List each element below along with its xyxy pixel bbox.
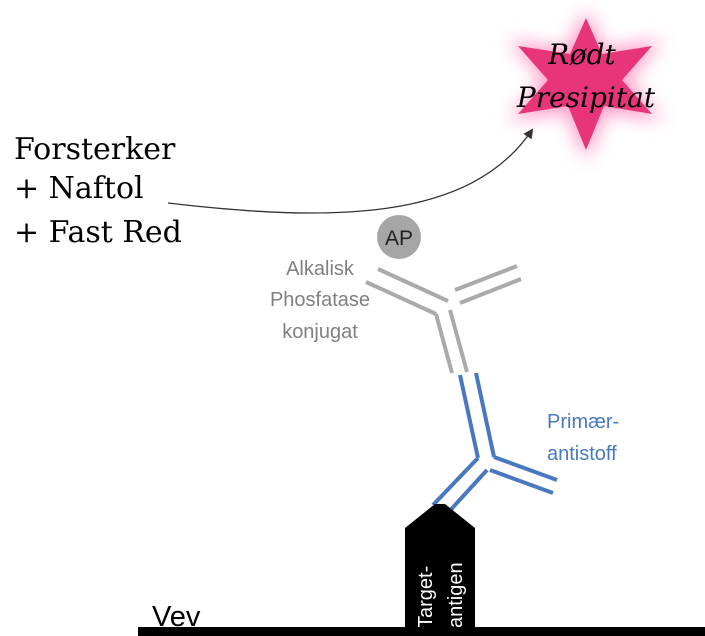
ap-enzyme: AP bbox=[377, 215, 421, 259]
reagent-forsterker: Forsterker bbox=[14, 132, 176, 167]
secondary-label-line2: Phosfatase bbox=[270, 289, 370, 311]
tissue-bar bbox=[138, 627, 705, 636]
antigen-label-line2: antigen bbox=[445, 562, 467, 628]
secondary-antibody-label: Alkalisk Phosfatase konjugat bbox=[270, 258, 370, 343]
primary-antibody bbox=[433, 373, 557, 516]
precipitate-label-line2: Presipitat bbox=[516, 81, 656, 114]
reaction-arrow bbox=[168, 130, 532, 213]
reagent-fast-red: + Fast Red bbox=[14, 215, 182, 250]
primary-label-line1: Primær- bbox=[547, 411, 619, 433]
reagents-label: Forsterker + Naftol + Fast Red bbox=[14, 132, 182, 250]
secondary-label-line1: Alkalisk bbox=[286, 258, 355, 280]
tissue-label: Vev bbox=[152, 601, 201, 633]
secondary-antibody bbox=[366, 266, 521, 373]
precipitate-label-line1: Rødt bbox=[547, 38, 616, 71]
ap-label: AP bbox=[385, 227, 413, 250]
primary-label-line2: antistoff bbox=[547, 443, 617, 465]
primary-antibody-label: Primær- antistoff bbox=[547, 411, 619, 465]
target-antigen: Target- antigen bbox=[405, 504, 475, 632]
red-precipitate: Rødt Presipitat bbox=[508, 10, 662, 160]
reagent-naftol: + Naftol bbox=[14, 171, 144, 206]
antigen-label-line1: Target- bbox=[415, 566, 437, 628]
secondary-label-line3: konjugat bbox=[282, 321, 358, 343]
